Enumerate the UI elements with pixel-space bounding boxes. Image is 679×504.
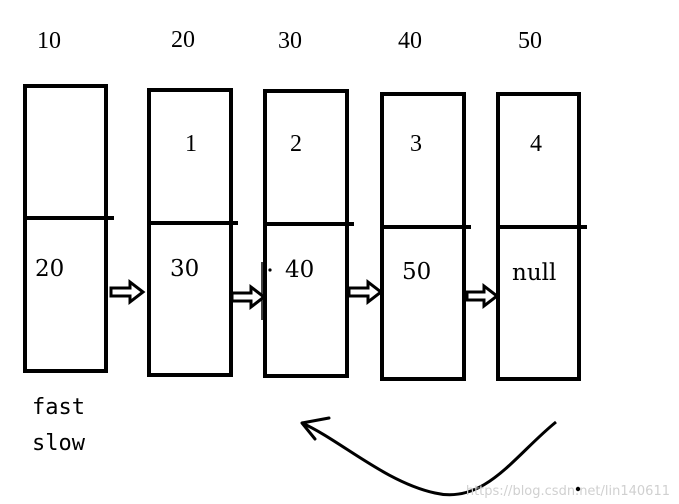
node-4: 3 50 bbox=[380, 92, 471, 381]
slow-label: slow bbox=[32, 431, 86, 456]
node-1-address: 10 bbox=[37, 28, 61, 54]
node-3: 2 40 bbox=[263, 89, 354, 378]
node-3-value: 2 bbox=[290, 131, 302, 157]
watermark: https://blog.csdn.net/lin140611 bbox=[466, 484, 670, 499]
node-5-box bbox=[496, 92, 581, 381]
next-arrow-1-icon bbox=[109, 278, 146, 306]
node-5-address: 50 bbox=[518, 28, 542, 54]
node-4-address: 40 bbox=[398, 28, 422, 54]
node-5: 4 null bbox=[496, 92, 587, 381]
next-arrow-2-icon bbox=[230, 283, 267, 311]
fast-label: fast bbox=[32, 395, 85, 420]
node-3-box bbox=[263, 89, 349, 378]
node-2-box bbox=[147, 88, 233, 377]
node-4-value: 3 bbox=[410, 131, 422, 157]
cycle-curve bbox=[301, 420, 557, 497]
node-4-box bbox=[380, 92, 466, 381]
cycle-arrowhead-icon bbox=[300, 416, 331, 441]
node-1-next: 20 bbox=[35, 256, 64, 282]
next-arrow-4-icon bbox=[465, 282, 500, 310]
node-3-next: 40 bbox=[285, 257, 314, 283]
node-5-value: 4 bbox=[530, 131, 542, 157]
node-2-next: 30 bbox=[170, 256, 199, 282]
pen-dot-2 bbox=[575, 486, 581, 492]
node-1: 20 bbox=[23, 84, 114, 373]
node-4-next: 50 bbox=[402, 259, 431, 285]
pen-dot bbox=[268, 268, 272, 272]
node-1-box bbox=[23, 84, 108, 373]
node-2-address: 20 bbox=[171, 27, 195, 53]
node-5-next: null bbox=[512, 260, 556, 286]
node-2: 1 30 bbox=[147, 88, 238, 377]
next-arrow-3-icon bbox=[347, 278, 384, 306]
node-3-address: 30 bbox=[278, 28, 302, 54]
node-2-value: 1 bbox=[185, 131, 197, 157]
